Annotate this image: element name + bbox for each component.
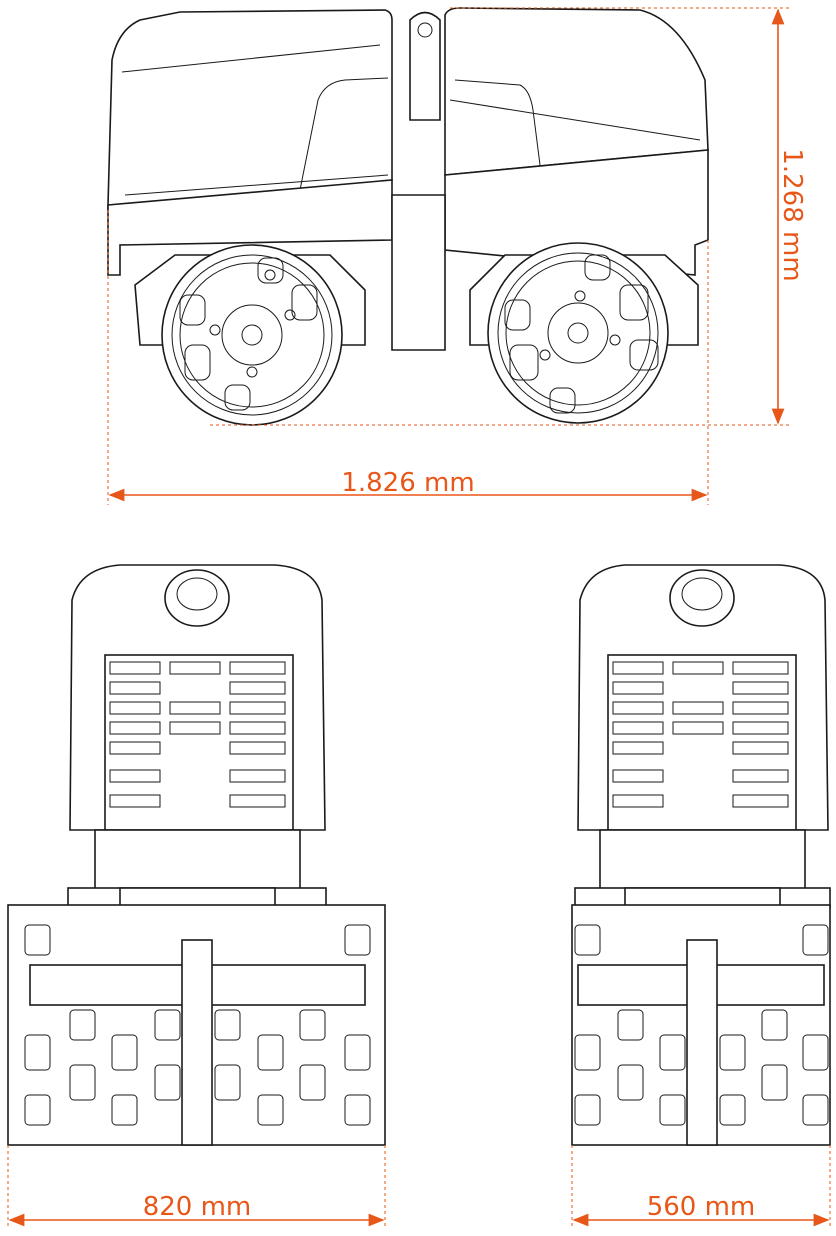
length-dimension: 1.826 mm [107,210,709,505]
width-560-label: 560 mm [647,1192,756,1222]
width-820-label: 820 mm [143,1192,252,1222]
length-label: 1.826 mm [341,468,474,498]
side-view [107,7,709,426]
height-dimension: 1.268 mm [210,7,807,426]
front-view-820 [7,564,386,1146]
rear-lower-body [107,179,393,276]
width-820-dimension: 820 mm [7,1145,386,1228]
front-view-560 [571,564,831,1146]
rear-drum [161,244,343,426]
articulation-joint [391,194,446,351]
front-drum [487,242,669,424]
lifting-eye [409,11,441,121]
front-hood [444,7,709,176]
rear-hood [107,9,393,211]
width-560-dimension: 560 mm [571,1145,831,1228]
height-label: 1.268 mm [777,148,807,281]
